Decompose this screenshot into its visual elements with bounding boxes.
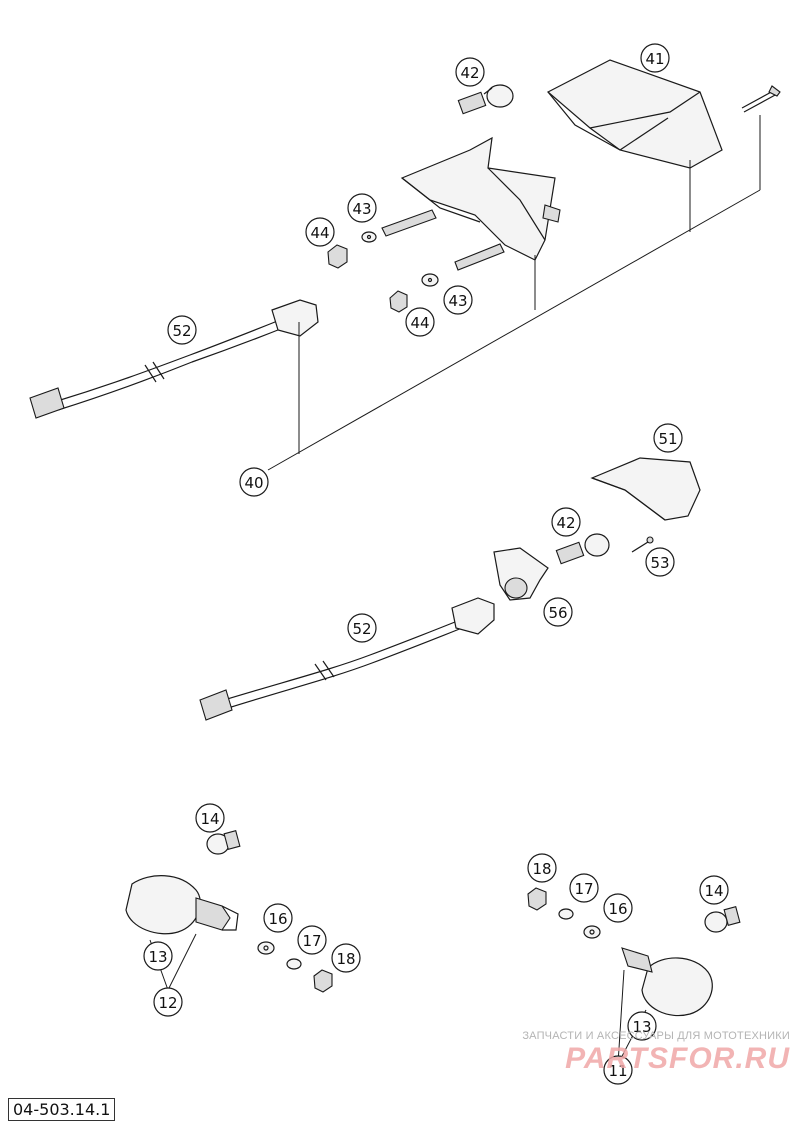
screw [741, 85, 781, 113]
tail-light-housing [400, 136, 561, 261]
lock-washer [286, 958, 302, 970]
callout-17: 17 [297, 925, 327, 955]
bulb [555, 533, 610, 565]
callout-label: 17 [574, 880, 593, 898]
lock-washer [558, 908, 574, 920]
callouts: 41 42 43 44 43 44 52 40 51 42 53 56 52 14 13 12 16 17 18 18… [143, 43, 729, 1085]
stud [381, 209, 505, 271]
callout-label: 52 [172, 322, 191, 340]
leader-line [267, 189, 761, 471]
bulb [704, 906, 741, 933]
callout-label: 41 [645, 50, 664, 68]
callout-label: 18 [336, 950, 355, 968]
callout-label: 16 [268, 910, 287, 928]
callout-label: 43 [448, 292, 467, 310]
watermark: ЗАПЧАСТИ И АКСЕССУАРЫ ДЛЯ МОТОТЕХНИКИ PA… [470, 1030, 790, 1076]
nut [527, 887, 547, 911]
document-number: 04-503.14.1 [8, 1098, 116, 1121]
callout-43: 43 [443, 285, 473, 315]
callout-label: 42 [460, 64, 479, 82]
bulb [457, 84, 514, 115]
cable-harness [199, 597, 495, 721]
callout-18: 18 [527, 853, 557, 883]
callout-label: 51 [658, 430, 677, 448]
callout-label: 16 [608, 900, 627, 918]
callout-label: 14 [200, 810, 219, 828]
callout-52: 52 [167, 315, 197, 345]
callout-14: 14 [699, 875, 729, 905]
callout-44: 44 [405, 307, 435, 337]
screw [631, 536, 654, 553]
callout-12: 12 [153, 987, 183, 1017]
lamp-holder [493, 547, 549, 601]
callout-label: 44 [410, 314, 429, 332]
watermark-subtitle: ЗАПЧАСТИ И АКСЕССУАРЫ ДЛЯ МОТОТЕХНИКИ [522, 1030, 790, 1042]
callout-label: 44 [310, 224, 329, 242]
callout-13: 13 [627, 1011, 657, 1041]
callout-label: 56 [548, 604, 567, 622]
callout-16: 16 [263, 903, 293, 933]
callout-label: 12 [158, 994, 177, 1012]
callout-42: 42 [551, 507, 581, 537]
leader-line [167, 933, 197, 991]
washer [583, 925, 601, 939]
callout-label: 53 [650, 554, 669, 572]
callout-label: 11 [608, 1062, 627, 1080]
callout-label: 14 [704, 882, 723, 900]
callout-11: 11 [603, 1055, 633, 1085]
callout-41: 41 [640, 43, 670, 73]
callout-label: 42 [556, 514, 575, 532]
callout-label: 13 [632, 1018, 651, 1036]
leader-line [617, 969, 625, 1065]
callout-label: 52 [352, 620, 371, 638]
washer [257, 941, 275, 955]
callout-label: 13 [148, 948, 167, 966]
callout-label: 40 [244, 474, 263, 492]
callout-18: 18 [331, 943, 361, 973]
callout-44: 44 [305, 217, 335, 247]
license-light-lens [590, 457, 701, 521]
callout-42: 42 [455, 57, 485, 87]
callout-17: 17 [569, 873, 599, 903]
callout-51: 51 [653, 423, 683, 453]
washer [421, 273, 439, 287]
turn-signal-lens [621, 947, 713, 1017]
nut [327, 244, 348, 269]
bulb [206, 830, 241, 855]
callout-label: 17 [302, 932, 321, 950]
watermark-brand: PARTSFOR.RU [565, 1042, 790, 1075]
callout-53: 53 [645, 547, 675, 577]
tail-light-lens [546, 59, 723, 169]
nut [313, 969, 333, 993]
washer [361, 231, 377, 243]
callout-label: 43 [352, 200, 371, 218]
callout-56: 56 [543, 597, 573, 627]
callout-14: 14 [195, 803, 225, 833]
callout-40: 40 [239, 467, 269, 497]
nut [389, 290, 408, 313]
callout-16: 16 [603, 893, 633, 923]
callout-label: 18 [532, 860, 551, 878]
callout-52: 52 [347, 613, 377, 643]
turn-signal-lens [125, 875, 239, 935]
callout-43: 43 [347, 193, 377, 223]
callout-13: 13 [143, 941, 173, 971]
cable-harness [29, 299, 319, 419]
